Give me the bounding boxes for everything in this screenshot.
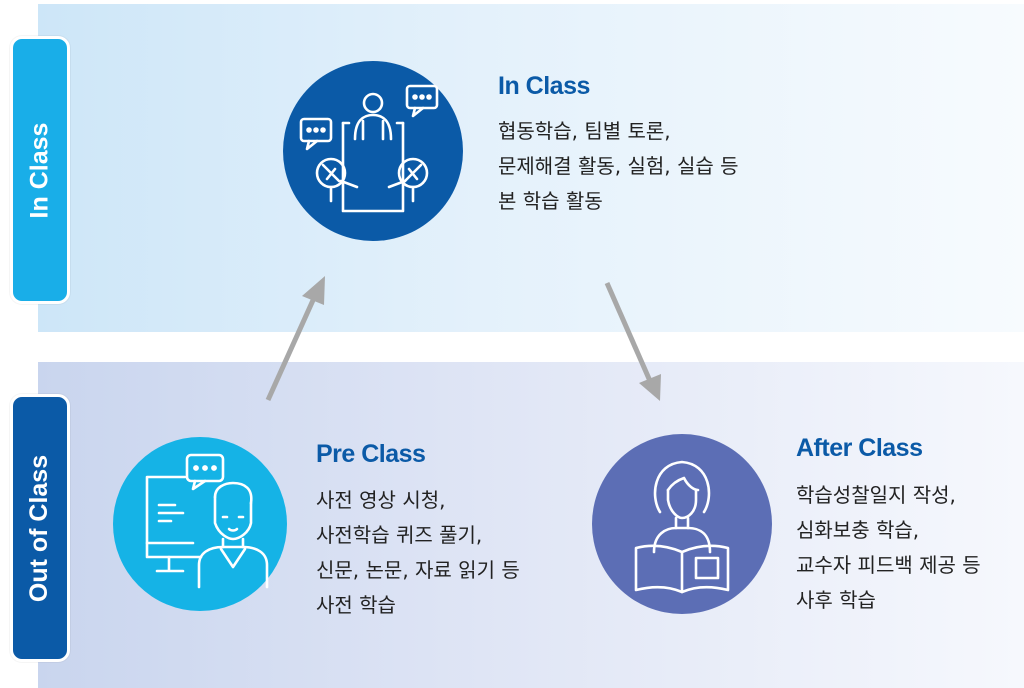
reading-person-icon <box>634 460 730 594</box>
after-class-title: After Class <box>796 434 923 462</box>
in-class-line-2: 문제해결 활동, 실험, 실습 등 <box>498 154 739 178</box>
online-learner-icon <box>145 453 269 589</box>
arrow-in-to-after <box>604 281 661 401</box>
in-class-side-tab: In Class <box>10 36 70 304</box>
pre-class-line-3: 신문, 논문, 자료 읽기 등 <box>316 558 520 582</box>
pre-class-line-2: 사전학습 퀴즈 풀기, <box>316 523 483 547</box>
pre-class-line-1: 사전 영상 시청, <box>316 488 446 512</box>
collaboration-icon <box>299 84 439 213</box>
after-class-line-1: 학습성찰일지 작성, <box>796 483 956 507</box>
pre-class-line-4: 사전 학습 <box>316 593 396 617</box>
arrow-pre-to-in <box>265 276 325 402</box>
in-class-title: In Class <box>498 72 590 100</box>
in-class-circle <box>283 61 463 241</box>
in-class-description: 협동학습, 팀별 토론, 문제해결 활동, 실험, 실습 등 본 학습 활동 <box>498 114 739 219</box>
after-class-line-2: 심화보충 학습, <box>796 518 920 542</box>
pre-class-description: 사전 영상 시청, 사전학습 퀴즈 풀기, 신문, 논문, 자료 읽기 등 사전… <box>316 483 520 623</box>
in-class-line-1: 협동학습, 팀별 토론, <box>498 119 671 143</box>
pre-class-title: Pre Class <box>316 440 426 468</box>
out-of-class-side-tab: Out of Class <box>10 394 70 662</box>
in-class-band <box>38 4 1024 332</box>
after-class-circle <box>592 434 772 614</box>
after-class-line-3: 교수자 피드백 제공 등 <box>796 553 981 577</box>
after-class-line-4: 사후 학습 <box>796 588 876 612</box>
pre-class-circle <box>113 437 287 611</box>
after-class-description: 학습성찰일지 작성, 심화보충 학습, 교수자 피드백 제공 등 사후 학습 <box>796 478 981 618</box>
in-class-line-3: 본 학습 활동 <box>498 189 603 213</box>
